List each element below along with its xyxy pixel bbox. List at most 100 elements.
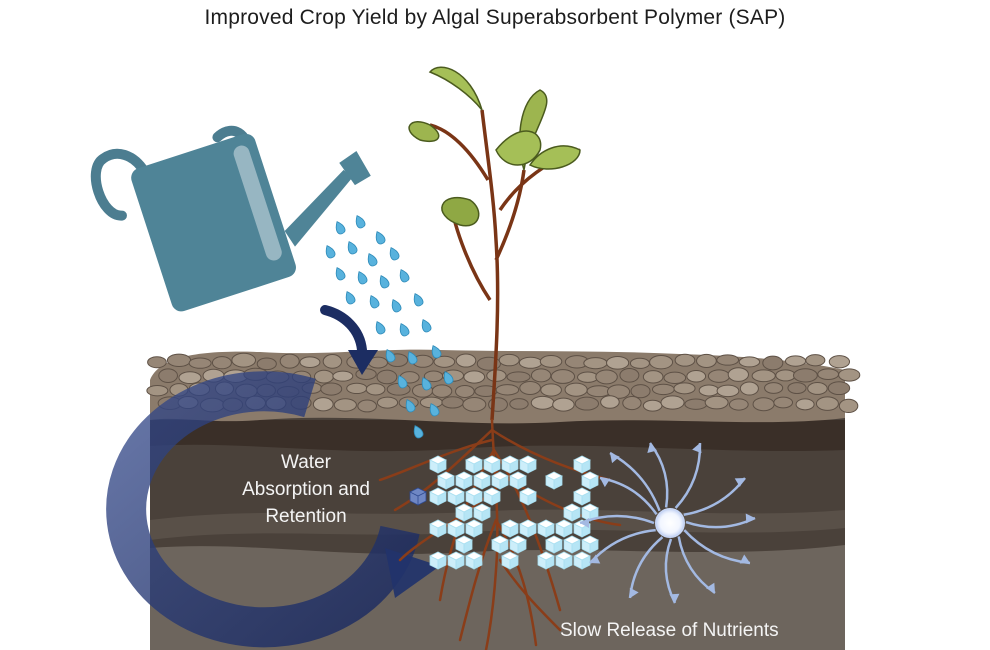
nutrient-arrow <box>628 536 664 599</box>
polymer-cube <box>581 535 599 554</box>
cobble <box>595 369 618 385</box>
nutrient-arrow <box>647 442 669 508</box>
cobble <box>530 395 555 410</box>
cobble <box>550 369 576 384</box>
cobble <box>707 369 731 383</box>
polymer-cube <box>555 519 573 538</box>
cobble <box>577 371 599 383</box>
cobble <box>773 396 794 409</box>
cobble <box>684 398 708 410</box>
polymer-cube <box>573 487 591 506</box>
polymer-cube <box>465 551 483 570</box>
cobble <box>322 354 343 369</box>
cobble <box>178 371 202 385</box>
cobble <box>764 382 784 394</box>
curved-arrow-icon <box>320 305 378 375</box>
cobble <box>147 356 167 369</box>
leaf <box>495 130 542 166</box>
polymer-cube <box>455 535 473 554</box>
water-label-line: Absorption and <box>242 479 370 500</box>
cobble <box>376 369 398 385</box>
cobble <box>518 356 543 369</box>
polymer-cube <box>573 455 591 474</box>
cobble <box>775 369 796 382</box>
polymer-cube <box>429 487 447 506</box>
polymer-cube <box>501 519 519 538</box>
water-droplet-icon <box>375 321 386 335</box>
page-title: Improved Crop Yield by Algal Superabsorb… <box>204 6 786 29</box>
polymer-cube <box>545 535 563 554</box>
polymer-cube <box>473 503 491 522</box>
water-label-line: Water <box>281 452 331 473</box>
polymer-cube <box>509 471 527 490</box>
cobble <box>583 357 608 370</box>
water-droplet-icon <box>429 403 440 417</box>
water-retention-label: Water Absorption and Retention <box>222 449 390 530</box>
cobble <box>365 383 386 396</box>
polymer-cube <box>429 455 447 474</box>
cobble <box>807 382 828 395</box>
cobble <box>495 384 520 396</box>
leaf <box>428 66 483 111</box>
cobble <box>649 354 674 370</box>
water-droplet-icon <box>367 253 378 267</box>
cobble <box>279 353 300 369</box>
nutrient-arrow <box>599 476 658 516</box>
nutrient-release-icon <box>579 442 756 604</box>
water-droplet-icon <box>413 293 424 307</box>
cobble <box>312 397 334 412</box>
nutrient-arrow <box>609 451 661 512</box>
water-droplet-icon <box>431 345 442 359</box>
cobble <box>530 368 552 383</box>
cobble <box>696 353 717 369</box>
cobble <box>146 384 169 397</box>
cobble <box>433 355 456 368</box>
polymer-cube <box>519 487 537 506</box>
polymer-cube <box>483 455 501 474</box>
water-label-line: Retention <box>265 506 347 527</box>
polymer-cube <box>465 455 483 474</box>
cobble <box>606 384 631 399</box>
polymer-cube <box>501 455 519 474</box>
water-droplet-icon <box>413 425 424 439</box>
cobble <box>716 354 740 366</box>
cobble <box>727 367 749 382</box>
cobble <box>509 398 529 410</box>
cobble <box>752 397 775 412</box>
cobble <box>320 382 343 396</box>
cobble <box>686 369 707 383</box>
water-droplet-icon <box>399 323 410 337</box>
cobble <box>663 371 687 385</box>
water-droplet-icon <box>335 267 346 281</box>
nutrient-arrow <box>579 514 655 528</box>
water-droplet-icon <box>375 231 386 245</box>
cobble <box>739 381 759 396</box>
polymer-cube <box>447 551 465 570</box>
nutrient-arrow <box>677 536 716 595</box>
polymer-cube <box>581 471 599 490</box>
water-droplet-icon <box>443 371 454 385</box>
soil-dark-band <box>150 420 845 452</box>
water-droplet-icon <box>347 241 358 255</box>
nutrient-arrow <box>589 528 656 564</box>
cobble <box>552 397 575 412</box>
cobble <box>673 382 696 395</box>
water-droplet-icon <box>421 377 432 391</box>
cobble <box>630 384 651 399</box>
cobble <box>698 384 720 397</box>
polymer-cube <box>491 471 509 490</box>
cobble <box>787 382 807 395</box>
cobble <box>815 396 839 411</box>
polymer-cube <box>465 487 483 506</box>
cobble <box>751 369 776 383</box>
polymer-cube <box>447 487 465 506</box>
cobble <box>462 397 487 412</box>
water-droplet-icon <box>391 299 402 313</box>
polymer-cube <box>473 471 491 490</box>
cobble <box>519 381 541 395</box>
cobble <box>606 356 630 370</box>
water-droplet-icon <box>407 351 418 365</box>
polymer-cube <box>455 503 473 522</box>
cycle-arrow-head <box>385 548 440 598</box>
cobble <box>651 383 675 396</box>
